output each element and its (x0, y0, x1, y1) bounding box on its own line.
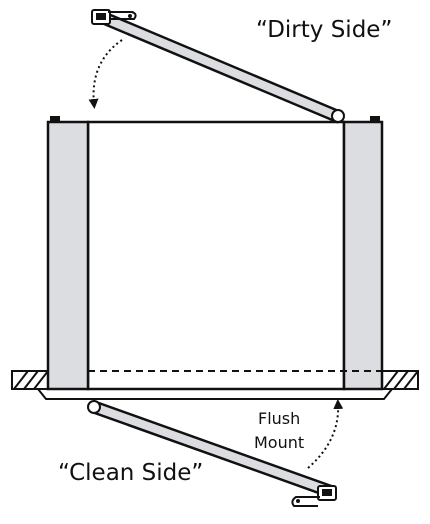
enclosure (46, 116, 384, 391)
dirty-side-label: “Dirty Side” (256, 17, 392, 43)
hatch-right (383, 370, 419, 390)
dirty-side-door (91, 9, 345, 124)
enclosure-interior (86, 120, 346, 391)
clean-side-door (87, 400, 337, 507)
right-side-panel (342, 120, 384, 391)
flange-plate (35, 388, 395, 400)
dirty-swing-arrow (88, 39, 123, 109)
flush-label: Flush (258, 409, 300, 428)
left-top-tab (50, 116, 60, 123)
clean-side-label: “Clean Side” (58, 460, 203, 486)
mount-label: Mount (254, 433, 304, 452)
dirty-door-latch-icon (91, 9, 137, 25)
hatch-left (13, 370, 49, 390)
left-side-panel (46, 120, 90, 391)
right-top-tab (370, 116, 380, 123)
flush-mount-arrow (307, 399, 344, 469)
dirty-door-hinge (331, 109, 345, 123)
clean-door-hinge (87, 400, 101, 414)
clean-door-latch-icon (291, 485, 337, 507)
